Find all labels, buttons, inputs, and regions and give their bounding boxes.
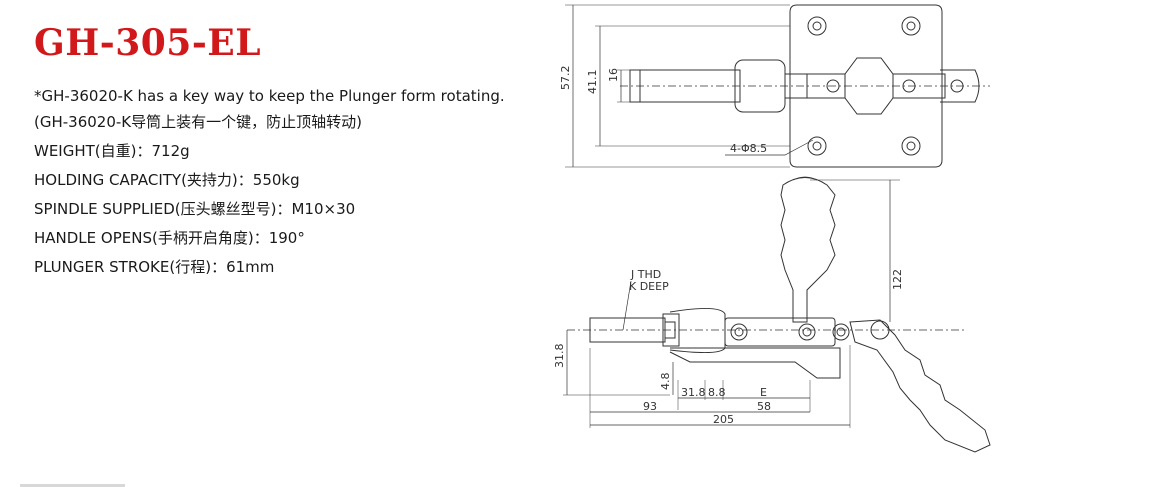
dim-holes: 4-Φ8.5 <box>730 142 767 155</box>
base-plate <box>789 4 943 168</box>
mounting-holes <box>807 16 921 156</box>
dim-4-8: 4.8 <box>659 373 672 391</box>
spec-spindle: SPINDLE SUPPLIED(压头螺丝型号)：M10×30 <box>34 200 356 218</box>
spec-weight: WEIGHT(自重)：712g <box>34 142 190 160</box>
side-base <box>669 347 841 379</box>
handle-closed <box>849 319 991 453</box>
footer-divider <box>20 484 125 487</box>
handle-vertical <box>780 177 836 323</box>
spec-holding-capacity: HOLDING CAPACITY(夹持力)：550kg <box>34 171 300 189</box>
product-title: GH-305-EL <box>34 22 262 64</box>
dim-58: 58 <box>757 400 771 413</box>
dim-e: E <box>760 386 767 399</box>
dim-bottom-31-8: 31.8 <box>681 386 706 399</box>
top-view: 57.2 41.1 16 4-Φ8.5 <box>559 4 990 168</box>
dim-41-1: 41.1 <box>586 70 599 95</box>
spec-handle-opens: HANDLE OPENS(手柄开启角度)：190° <box>34 229 305 247</box>
side-view: 122 J THD K DEEP 31.8 4.8 <box>553 176 991 453</box>
dim-205: 205 <box>713 413 734 426</box>
spec-keyway-en: *GH-36020-K has a key way to keep the Pl… <box>34 87 505 105</box>
dim-122: 122 <box>891 269 904 290</box>
dim-93: 93 <box>643 400 657 413</box>
spec-list: *GH-36020-K has a key way to keep the Pl… <box>34 85 554 278</box>
spec-plunger-stroke: PLUNGER STROKE(行程)：61mm <box>34 258 275 276</box>
dim-8-8: 8.8 <box>708 386 726 399</box>
callout-depth: K DEEP <box>629 280 669 293</box>
dim-16: 16 <box>607 68 620 82</box>
dim-side-31-8: 31.8 <box>553 344 566 369</box>
dim-57-2: 57.2 <box>559 66 572 91</box>
callout-thread: J THD <box>630 268 661 281</box>
technical-drawing: 57.2 41.1 16 4-Φ8.5 122 J THD K DEEP <box>553 4 991 453</box>
spec-keyway-cn: (GH-36020-K导筒上装有一个键，防止顶轴转动) <box>34 113 362 131</box>
